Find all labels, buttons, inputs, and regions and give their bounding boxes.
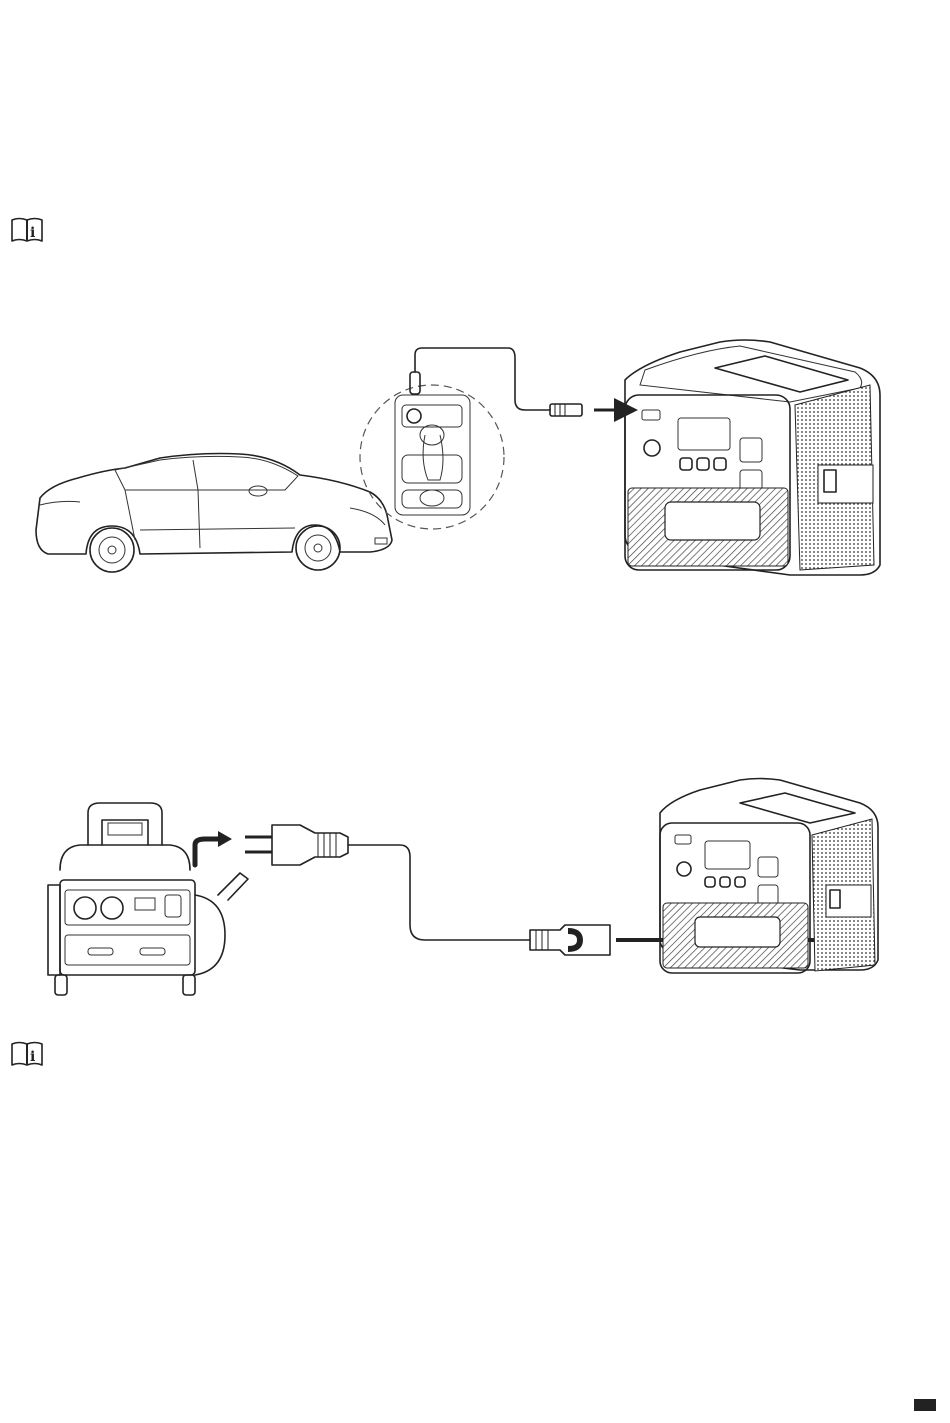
generator-illustration bbox=[48, 803, 248, 995]
book-info-icon: i bbox=[10, 1040, 44, 1068]
generator-charging-figure bbox=[0, 775, 950, 1005]
svg-text:i: i bbox=[30, 225, 35, 241]
car-charging-cable bbox=[410, 348, 632, 416]
power-station-illustration bbox=[660, 779, 878, 974]
book-info-icon: i bbox=[10, 216, 44, 244]
car-charging-figure bbox=[0, 330, 950, 600]
page-marker bbox=[914, 1399, 936, 1411]
car-outlet-inset bbox=[360, 385, 504, 529]
svg-text:i: i bbox=[30, 1049, 35, 1065]
car-illustration bbox=[36, 454, 392, 573]
power-station-illustration bbox=[625, 340, 880, 575]
